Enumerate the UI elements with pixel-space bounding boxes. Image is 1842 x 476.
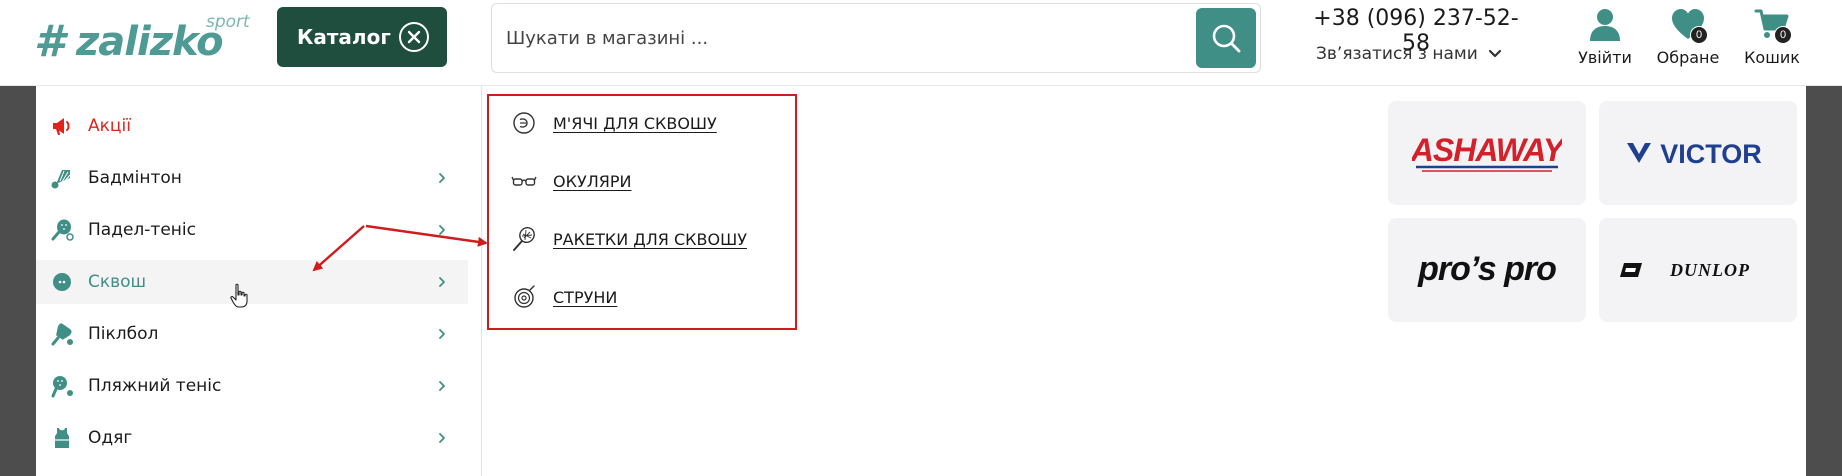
pros-pro-logo: pro’s pro (1417, 250, 1557, 288)
login-label: Увійти (1578, 48, 1632, 67)
subcategory-label: СТРУНИ (553, 287, 618, 307)
sidebar-item-clothing[interactable]: Одяг (36, 416, 468, 460)
sidebar-item-label: Падел-теніс (88, 220, 196, 240)
page-overlay-left (0, 86, 36, 476)
ashaway-logo: ASHAWAY (1412, 132, 1562, 172)
brand-tile-pros-pro[interactable]: pro’s pro (1388, 218, 1586, 322)
megaphone-icon (53, 118, 70, 135)
sidebar-item-label: Акції (88, 116, 131, 136)
sidebar-item-pickleball[interactable]: Піклбол (36, 312, 468, 356)
zalizko-logo[interactable]: # zalizko sport (34, 12, 254, 68)
close-circle-icon[interactable] (399, 22, 429, 52)
sidebar-item-label: Бадмінтон (88, 168, 182, 188)
chevron-right-icon (439, 433, 445, 443)
ball-icon (513, 112, 535, 134)
logo-sport-tag: sport (206, 12, 250, 32)
beach-tennis-icon (51, 376, 73, 398)
sidebar-item-promotions[interactable]: Акції (36, 104, 468, 148)
favorites-count-badge: 0 (1690, 26, 1708, 44)
cart-label: Кошик (1744, 48, 1800, 67)
chevron-right-icon (439, 225, 445, 235)
catalog-button-label: Каталог (297, 25, 391, 49)
subcategory-label: ОКУЛЯРИ (553, 171, 632, 191)
search-button[interactable] (1196, 8, 1256, 68)
chevron-right-icon (439, 329, 445, 339)
victor-logo-text: VICTOR (1660, 139, 1762, 169)
catalog-button[interactable]: Каталог (277, 7, 447, 67)
user-icon (1590, 9, 1620, 41)
site-header: # zalizko sport Каталог +38 (096) 237-52… (0, 0, 1842, 86)
chevron-right-icon (439, 277, 445, 287)
victor-logo: VICTOR (1627, 139, 1762, 169)
squash-subcategory-list: М'ЯЧІ ДЛЯ СКВОШУ ОКУЛЯРИ РАКЕТКИ ДЛЯ СКВ… (487, 94, 797, 330)
favorites-label: Обране (1656, 48, 1720, 67)
search-icon (1212, 24, 1241, 53)
contact-label: Зв’язатися з нами (1316, 44, 1478, 64)
logo-hash-mark: # (34, 16, 65, 67)
sidebar-item-label: Одяг (88, 428, 133, 448)
sidebar-item-label: Піклбол (88, 324, 159, 344)
category-sidebar: Акції Бадмінтон Падел-теніс Сквош Піклбо… (36, 86, 482, 476)
chevron-right-icon (439, 381, 445, 391)
brand-tile-dunlop[interactable]: DUNLOP (1599, 218, 1797, 322)
padel-racket-icon (51, 219, 74, 241)
search-bar (491, 3, 1261, 73)
brand-tile-victor[interactable]: VICTOR (1599, 101, 1797, 205)
login-link[interactable]: Увійти (1555, 4, 1655, 67)
pickleball-paddle-icon (51, 323, 73, 346)
dunlop-logo-text: DUNLOP (1669, 260, 1750, 280)
chevron-right-icon (439, 173, 445, 183)
sidebar-item-squash[interactable]: Сквош (36, 260, 468, 304)
squash-ball-icon (53, 273, 71, 291)
sidebar-item-label: Пляжний теніс (88, 376, 222, 396)
logo-wordmark: zalizko (76, 19, 224, 65)
cart-count-badge: 0 (1774, 26, 1792, 44)
dunlop-logo: DUNLOP (1620, 260, 1750, 280)
sidebar-item-beach-tennis[interactable]: Пляжний теніс (36, 364, 468, 408)
cart-link[interactable]: 0 Кошик (1722, 4, 1822, 67)
sidebar-item-badminton[interactable]: Бадмінтон (36, 156, 468, 200)
sidebar-item-padel-tennis[interactable]: Падел-теніс (36, 208, 468, 252)
phone-number[interactable]: +38 (096) 237-52-58 (1313, 6, 1519, 56)
subcategory-squash-rackets[interactable]: РАКЕТКИ ДЛЯ СКВОШУ (511, 224, 747, 254)
ashaway-logo-text: ASHAWAY (1412, 132, 1562, 168)
racket-icon (513, 226, 535, 251)
sidebar-item-label: Сквош (88, 272, 147, 292)
brand-tile-ashaway[interactable]: ASHAWAY (1388, 101, 1586, 205)
contact-dropdown[interactable]: Зв’язатися з нами (1316, 44, 1516, 64)
subcategory-strings[interactable]: СТРУНИ (511, 282, 617, 312)
hand-pointer-icon (230, 283, 248, 308)
subcategory-glasses[interactable]: ОКУЛЯРИ (511, 166, 631, 196)
shirt-icon (55, 428, 69, 448)
page-overlay-right (1806, 86, 1842, 476)
search-input[interactable] (506, 18, 1166, 58)
subcategory-squash-balls[interactable]: М'ЯЧІ ДЛЯ СКВОШУ (511, 108, 717, 138)
subcategory-label: М'ЯЧІ ДЛЯ СКВОШУ (553, 113, 717, 133)
shuttlecock-icon (51, 170, 71, 189)
pros-pro-logo-text: pro’s pro (1417, 250, 1556, 288)
chevron-down-icon (1488, 49, 1501, 58)
catalog-mega-menu: Акції Бадмінтон Падел-теніс Сквош Піклбо… (36, 86, 1806, 476)
favorites-link[interactable]: 0 Обране (1638, 4, 1738, 67)
glasses-icon (511, 176, 537, 186)
strings-icon (514, 285, 535, 308)
subcategory-label: РАКЕТКИ ДЛЯ СКВОШУ (553, 229, 747, 249)
